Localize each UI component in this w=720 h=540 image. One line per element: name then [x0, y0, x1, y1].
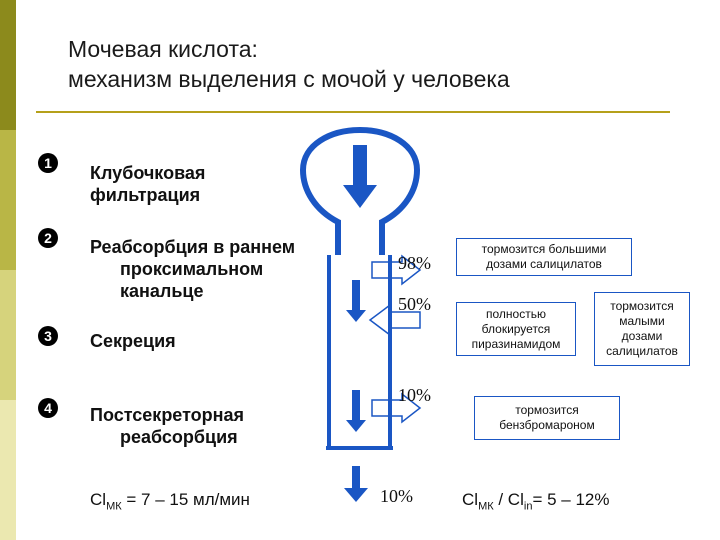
step-1-line-2: фильтрация — [90, 185, 201, 205]
note-pyrazinamide-line-3: пиразинамидом — [471, 336, 561, 351]
step-1-label: Клубочковая фильтрация — [90, 162, 205, 206]
note-benzbromarone-line-1: тормозится — [515, 403, 579, 417]
filtration-arrow — [343, 145, 377, 208]
step-2-line-1: Реабсорбция в раннем — [90, 237, 296, 257]
title-line-2: механизм выделения с мочой у человека — [68, 66, 510, 92]
step-4-line-1: Постсекреторная — [90, 405, 245, 425]
note-low-salicylates: тормозится малыми дозами салицилатов — [594, 292, 690, 366]
reabsorption-arrow-98 — [371, 254, 422, 286]
urine-outflow-arrow — [344, 466, 368, 502]
note-pyrazinamide-line-2: блокируется — [481, 321, 551, 336]
percent-98: 98% — [398, 253, 431, 273]
note-high-salicylates-line-2: дозами салицилатов — [486, 257, 602, 271]
step-2-line-2: проксимальном — [120, 259, 264, 279]
clearance-ratio-value: = 5 – 12% — [532, 490, 610, 509]
note-pyrazinamide: полностью блокируется пиразинамидом — [456, 302, 576, 356]
note-high-salicylates: тормозится большими дозами салицилатов — [456, 238, 632, 276]
clearance-left: ClМК = 7 – 15 мл/мин — [90, 490, 250, 512]
note-low-salicylates-line-2: малыми — [619, 314, 665, 328]
note-benzbromarone-line-2: бензбромароном — [499, 418, 595, 432]
step-3-number-badge: 3 — [38, 326, 58, 346]
note-low-salicylates-line-1: тормозится — [610, 299, 674, 313]
step-1-line-1: Клубочковая — [90, 163, 206, 183]
step-1-number-badge: 1 — [38, 153, 58, 173]
step-2-label: Реабсорбция в раннем проксимальном канал… — [90, 236, 295, 302]
percent-10-excreted: 10% — [380, 486, 413, 506]
step-2-number-badge: 2 — [38, 228, 58, 248]
reabsorption-arrow-10 — [371, 392, 422, 424]
step-3-line-1: Секреция — [90, 331, 176, 351]
clearance-left-subscript: МК — [106, 500, 122, 513]
page-title: Мочевая кислота: механизм выделения с мо… — [68, 34, 510, 94]
flow-arrow-1 — [346, 280, 366, 322]
clearance-ratio-sub-1: МК — [478, 500, 494, 513]
title-divider — [36, 111, 670, 113]
glomerular-capsule — [299, 126, 421, 255]
note-low-salicylates-line-4: салицилатов — [606, 344, 678, 358]
step-4-label: Постсекреторная реабсорбция — [90, 404, 244, 448]
secretion-arrow-50 — [368, 303, 421, 337]
decorative-sidebar — [0, 0, 16, 540]
clearance-ratio-mid: / Cl — [493, 490, 524, 509]
clearance-left-value: = 7 – 15 мл/мин — [121, 490, 250, 509]
clearance-ratio-sub-2: in — [523, 500, 533, 513]
note-high-salicylates-line-1: тормозится большими — [481, 242, 607, 256]
step-4-number-badge: 4 — [38, 398, 58, 418]
clearance-left-prefix: Cl — [90, 490, 107, 509]
step-3-label: Секреция — [90, 330, 176, 352]
flow-arrow-2 — [346, 390, 366, 432]
clearance-ratio-prefix: Cl — [462, 490, 479, 509]
step-4-line-2: реабсорбция — [120, 427, 238, 447]
percent-50: 50% — [398, 294, 431, 314]
note-pyrazinamide-line-1: полностью — [486, 306, 546, 321]
note-low-salicylates-line-3: дозами — [621, 329, 663, 343]
note-benzbromarone: тормозится бензбромароном — [474, 396, 620, 440]
step-2-line-3: канальце — [120, 281, 204, 301]
title-line-1: Мочевая кислота: — [68, 36, 258, 62]
percent-10-reabsorption: 10% — [398, 385, 431, 405]
clearance-ratio: ClМК / Clin= 5 – 12% — [462, 490, 609, 512]
